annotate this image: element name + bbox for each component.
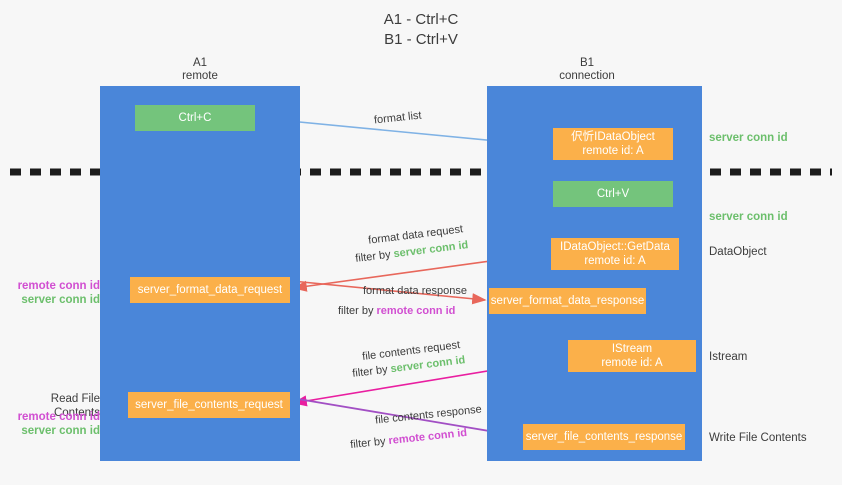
- node-ctrl-c-label: Ctrl+C: [178, 112, 212, 124]
- node-fmt-req-label: server_format_data_request: [137, 284, 283, 296]
- label-write-file-contents: Write File Contents: [709, 432, 807, 444]
- node-ctrl-v[interactable]: Ctrl+V: [553, 181, 673, 207]
- node-ctrl-v-label: Ctrl+V: [596, 188, 630, 200]
- node-idataobject-getdata[interactable]: IDataObject::GetData remote id: A: [551, 238, 679, 270]
- node-server-format-data-response[interactable]: server_format_data_response: [489, 288, 646, 314]
- node-istream-line2: remote id: A: [601, 357, 663, 369]
- node-ctrl-c[interactable]: Ctrl+C: [135, 105, 255, 131]
- lane-header-a1: A1 remote: [100, 57, 300, 83]
- lane-b1-name: B1: [579, 57, 595, 69]
- arrow-file-contents-response: [291, 397, 521, 440]
- node-idataobject[interactable]: 伬忻IDataObject remote id: A: [553, 128, 673, 160]
- label-istream: Istream: [709, 351, 748, 363]
- label-remote-conn-id: remote conn id: [17, 411, 100, 423]
- filter-value-remote-conn-id: remote conn id: [376, 305, 456, 317]
- node-idataobject-line2: remote id: A: [582, 145, 644, 157]
- label-server-conn-id-top: server conn id: [709, 132, 788, 144]
- lane-a1-sub: remote: [182, 70, 218, 82]
- title-line-2: B1 - Ctrl+V: [384, 31, 458, 48]
- node-getdata-line1: IDataObject::GetData: [560, 241, 670, 253]
- label-dataobject: DataObject: [709, 246, 767, 258]
- arrow-format-data-response: [291, 280, 487, 305]
- title-line-1: A1 - Ctrl+C: [383, 11, 459, 28]
- node-server-file-contents-response[interactable]: server_file_contents_response: [523, 424, 685, 450]
- node-file-req-label: server_file_contents_request: [135, 399, 283, 411]
- node-file-res-label: server_file_contents_response: [525, 431, 683, 443]
- filter-prefix: filter by: [338, 305, 377, 317]
- node-server-format-data-request[interactable]: server_format_data_request: [130, 277, 290, 303]
- node-server-file-contents-request[interactable]: server_file_contents_request: [128, 392, 290, 418]
- filter-prefix: filter by: [354, 248, 395, 265]
- lane-a1-name: A1: [192, 57, 208, 69]
- label-remote-conn-id: remote conn id: [17, 280, 100, 292]
- label-read-file-contents: Read File Contents: [50, 393, 100, 419]
- node-idataobject-line1: 伬忻IDataObject: [571, 131, 655, 143]
- label-left-conn-ids-file: remote conn id server conn id: [8, 410, 100, 438]
- lane-b1-sub: connection: [559, 70, 615, 82]
- label-server-conn-id-mid: server conn id: [709, 211, 788, 223]
- lane-header-b1: B1 connection: [487, 57, 687, 83]
- filter-prefix: filter by: [349, 435, 390, 452]
- node-getdata-line2: remote id: A: [584, 255, 646, 267]
- label-server-conn-id: server conn id: [21, 425, 100, 437]
- label-server-conn-id: server conn id: [21, 294, 100, 306]
- label-left-conn-ids-format: remote conn id server conn id: [8, 279, 100, 307]
- caption-format-data-response: format data response: [363, 285, 467, 297]
- caption-format-data-response-filter: filter by remote conn id: [338, 304, 455, 319]
- node-fmt-res-label: server_format_data_response: [490, 295, 645, 307]
- page-title: A1 - Ctrl+C B1 - Ctrl+V: [0, 10, 842, 50]
- node-istream[interactable]: IStream remote id: A: [568, 340, 696, 372]
- filter-prefix: filter by: [351, 363, 392, 380]
- node-istream-line1: IStream: [611, 343, 653, 355]
